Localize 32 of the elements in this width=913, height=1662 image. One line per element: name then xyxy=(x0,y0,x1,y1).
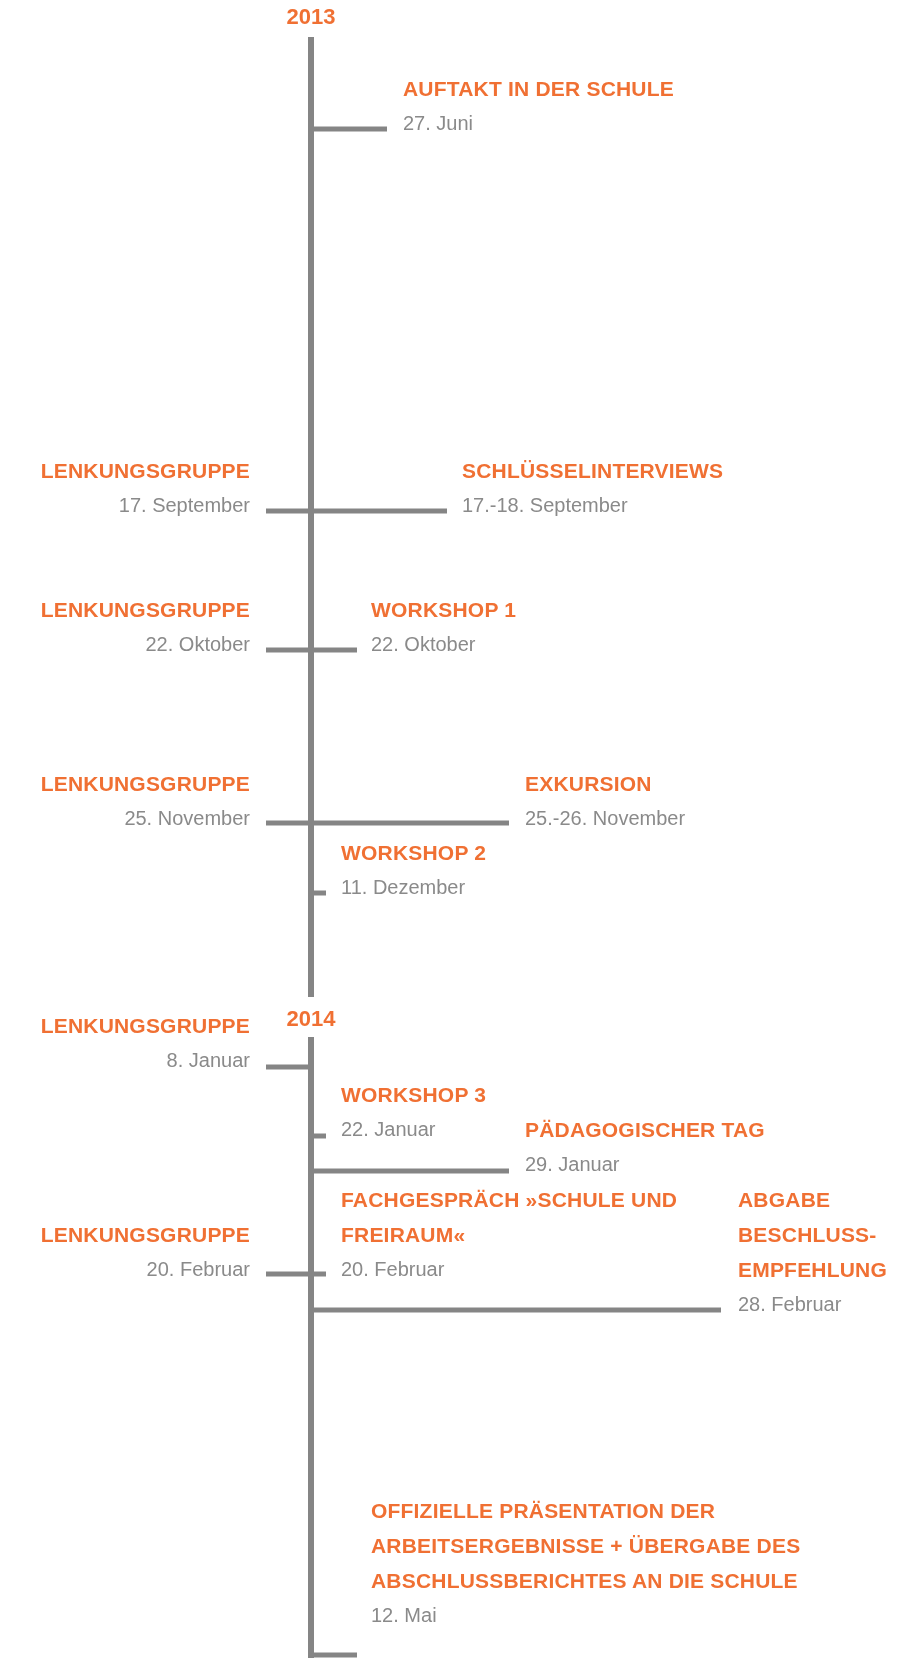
event-date: 25. November xyxy=(124,806,250,831)
event-date: 22. Oktober xyxy=(145,632,250,657)
event-title: ABGABE BESCHLUSS-EMPFEHLUNG xyxy=(738,1187,888,1283)
event-date: 22. Januar xyxy=(341,1117,436,1142)
event-title: LENKUNGSGRUPPE xyxy=(40,458,250,484)
year-label: 2014 xyxy=(285,1005,337,1033)
year-label: 2013 xyxy=(285,3,337,31)
event-date: 28. Februar xyxy=(738,1292,842,1317)
event-title: FACHGESPRÄCH »SCHULE UND FREIRAUM« xyxy=(341,1187,679,1248)
event-title: OFFIZIELLE PRÄSENTATION DER ARBEITSERGEBNISSE + ÜBERGABE DES ABSCHLUSSBERICHTES AN DIE SCHULE xyxy=(371,1498,802,1594)
event-date: 20. Februar xyxy=(146,1257,250,1282)
event-date: 8. Januar xyxy=(166,1048,250,1073)
event-title: EXKURSION xyxy=(525,771,652,797)
event-title: WORKSHOP 2 xyxy=(341,840,487,866)
event-date: 25.-26. November xyxy=(525,806,686,831)
event-title: LENKUNGSGRUPPE xyxy=(40,771,250,797)
event-date: 17.-18. September xyxy=(462,493,628,518)
event-title: PÄDAGOGISCHER TAG xyxy=(525,1117,765,1143)
event-date: 27. Juni xyxy=(403,111,474,136)
event-title: AUFTAKT IN DER SCHULE xyxy=(403,76,674,102)
event-date: 29. Januar xyxy=(525,1152,620,1177)
event-date: 12. Mai xyxy=(371,1603,437,1628)
event-date: 22. Oktober xyxy=(371,632,476,657)
event-title: LENKUNGSGRUPPE xyxy=(40,1222,250,1248)
event-title: WORKSHOP 1 xyxy=(371,597,517,623)
event-date: 11. Dezember xyxy=(341,875,466,900)
event-date: 20. Februar xyxy=(341,1257,445,1282)
event-title: WORKSHOP 3 xyxy=(341,1082,487,1108)
event-title: SCHLÜSSELINTERVIEWS xyxy=(462,458,724,484)
event-title: LENKUNGSGRUPPE xyxy=(40,597,250,623)
event-date: 17. September xyxy=(118,493,250,518)
event-title: LENKUNGSGRUPPE xyxy=(40,1013,250,1039)
